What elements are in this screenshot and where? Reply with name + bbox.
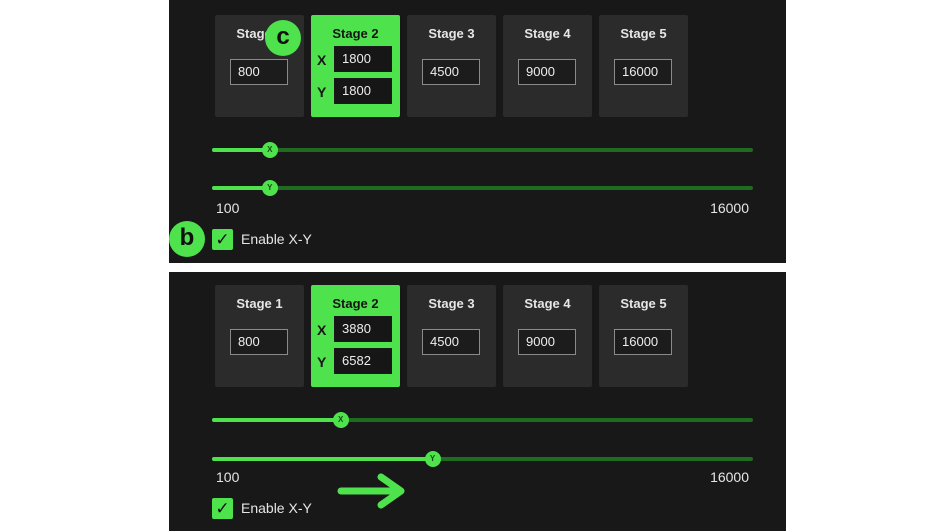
slider-x-fill	[212, 418, 341, 422]
stage-1-dpi-input[interactable]: 800	[230, 59, 288, 85]
stage-2-x-label: X	[317, 52, 327, 68]
stage-4-card[interactable]: Stage 4 9000	[503, 15, 592, 117]
stage-3-dpi-input[interactable]: 4500	[422, 329, 480, 355]
stage-2-y-label: Y	[317, 354, 327, 370]
slider-y-fill	[212, 186, 270, 190]
range-max-label: 16000	[710, 469, 749, 485]
dpi-panel-top: Stage 1 800 Stage 2 X 1800 Y 1800 Stage …	[169, 0, 786, 263]
slider-x-thumb[interactable]: X	[261, 142, 278, 158]
right-arrow-icon	[337, 473, 405, 509]
stage-3-card[interactable]: Stage 3 4500	[407, 285, 496, 387]
stage-1-dpi-input[interactable]: 800	[230, 329, 288, 355]
stage-2-card[interactable]: Stage 2 X 3880 Y 6582	[311, 285, 400, 387]
stage-2-y-input[interactable]: 6582	[334, 348, 392, 374]
range-min-label: 100	[216, 200, 240, 216]
slider-y[interactable]: Y	[212, 451, 753, 467]
stage-4-dpi-input[interactable]: 9000	[518, 59, 576, 85]
stage-5-dpi-input[interactable]: 16000	[614, 329, 672, 355]
slider-y-thumb[interactable]: Y	[424, 451, 441, 467]
callout-b: b	[169, 221, 205, 257]
enable-xy-checkbox[interactable]: ✓	[212, 229, 233, 250]
stage-3-dpi-input[interactable]: 4500	[422, 59, 480, 85]
slider-x-thumb[interactable]: X	[332, 412, 349, 428]
slider-x-fill	[212, 148, 270, 152]
stage-4-dpi-input[interactable]: 9000	[518, 329, 576, 355]
stage-2-y-label: Y	[317, 84, 327, 100]
stage-4-card[interactable]: Stage 4 9000	[503, 285, 592, 387]
slider-y-fill	[212, 457, 433, 461]
checkmark-icon: ✓	[215, 499, 230, 518]
stage-5-card[interactable]: Stage 5 16000	[599, 285, 688, 387]
stage-5-title: Stage 5	[620, 296, 667, 311]
range-max-label: 16000	[710, 200, 749, 216]
stage-3-title: Stage 3	[428, 296, 475, 311]
stage-2-x-input[interactable]: 1800	[334, 46, 392, 72]
stage-5-card[interactable]: Stage 5 16000	[599, 15, 688, 117]
checkmark-icon: ✓	[215, 230, 230, 249]
range-min-label: 100	[216, 469, 240, 485]
stage-2-title: Stage 2	[332, 26, 379, 41]
stage-2-card[interactable]: Stage 2 X 1800 Y 1800	[311, 15, 400, 117]
stage-4-title: Stage 4	[524, 26, 571, 41]
stage-3-card[interactable]: Stage 3 4500	[407, 15, 496, 117]
stage-5-title: Stage 5	[620, 26, 667, 41]
stage-2-x-label: X	[317, 322, 327, 338]
stage-3-title: Stage 3	[428, 26, 475, 41]
stage-1-title: Stage 1	[236, 296, 283, 311]
stage-2-y-input[interactable]: 1800	[334, 78, 392, 104]
slider-x[interactable]: X	[212, 142, 753, 158]
stage-1-card[interactable]: Stage 1 800	[215, 285, 304, 387]
stage-4-title: Stage 4	[524, 296, 571, 311]
stage-2-title: Stage 2	[332, 296, 379, 311]
slider-x[interactable]: X	[212, 412, 753, 428]
slider-y-thumb[interactable]: Y	[261, 180, 278, 196]
stage-5-dpi-input[interactable]: 16000	[614, 59, 672, 85]
enable-xy-label: Enable X-Y	[241, 231, 312, 247]
slider-y[interactable]: Y	[212, 180, 753, 196]
dpi-panel-bottom: Stage 1 800 Stage 2 X 3880 Y 6582 Stage …	[169, 272, 786, 531]
stage-2-x-input[interactable]: 3880	[334, 316, 392, 342]
callout-c: c	[265, 20, 301, 56]
enable-xy-checkbox[interactable]: ✓	[212, 498, 233, 519]
enable-xy-label: Enable X-Y	[241, 500, 312, 516]
